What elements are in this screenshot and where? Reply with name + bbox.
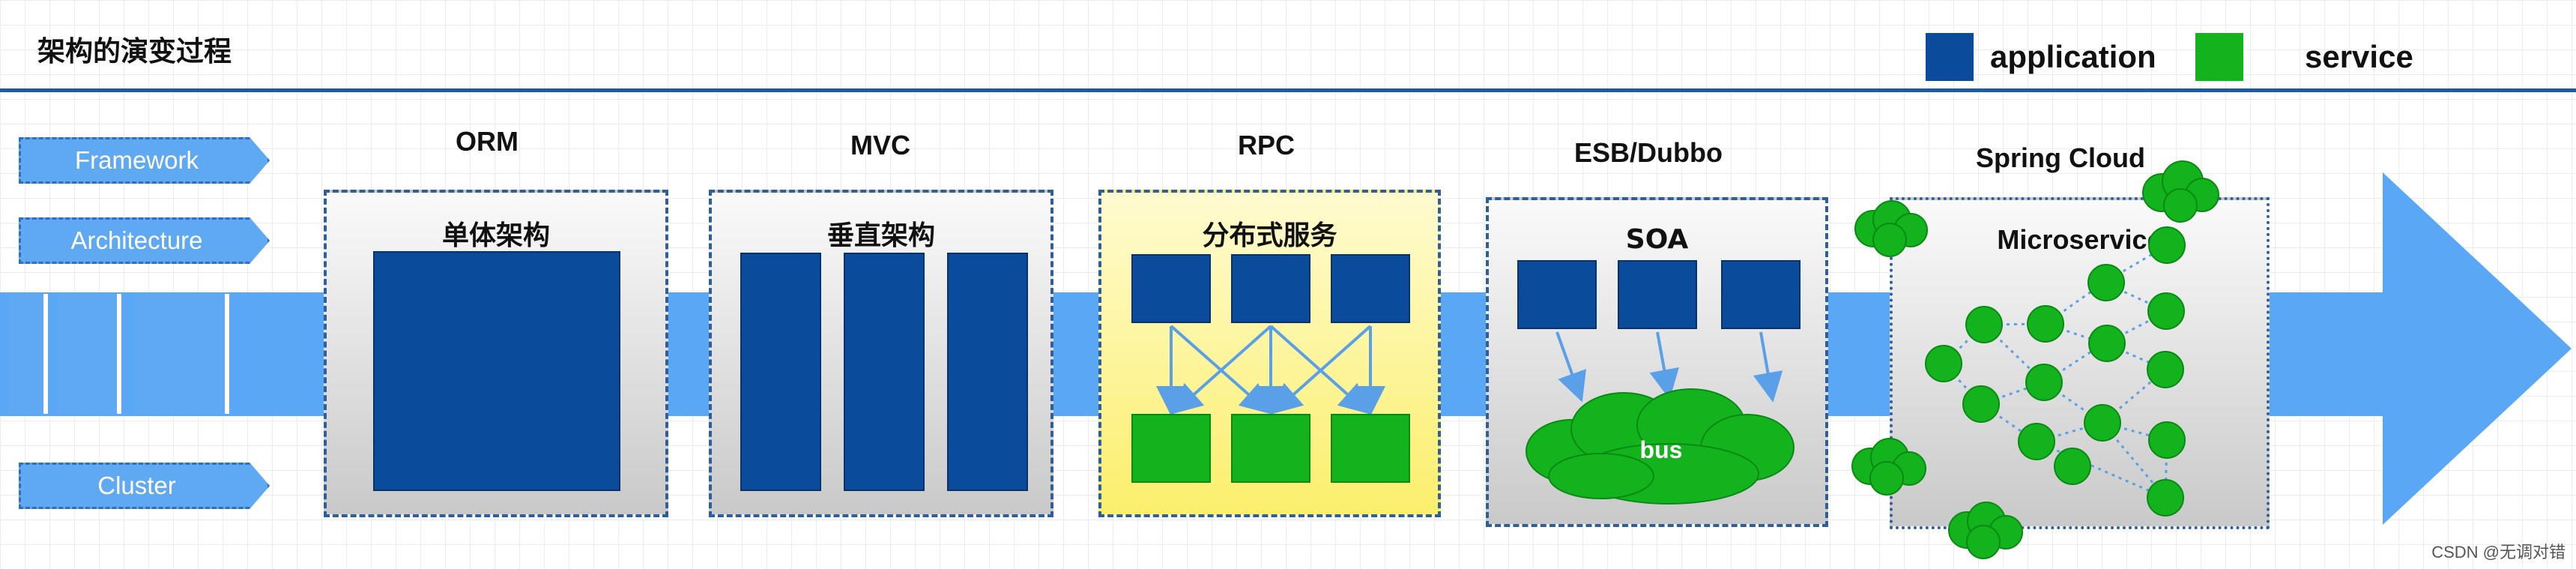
service-block: [1331, 414, 1410, 483]
application-block: [373, 251, 620, 491]
title-underline: [0, 88, 2576, 92]
legend-service-swatch: [2195, 33, 2243, 81]
service-block: [1131, 414, 1211, 483]
panel-title-soa: SOA: [1625, 224, 1689, 255]
application-block: [1721, 260, 1801, 329]
panel-title-distributed: 分布式服务: [1202, 220, 1337, 251]
application-block: [1131, 254, 1211, 323]
row-tag-framework: Framework: [19, 137, 270, 184]
stage-label-rpc: RPC: [1237, 130, 1295, 160]
legend-service-label: service: [2305, 39, 2413, 74]
panel-title-vertical: 垂直架构: [826, 220, 935, 251]
application-block: [1517, 260, 1597, 329]
legend-application-label: application: [1990, 39, 2156, 74]
panel-vertical: 垂直架构: [709, 190, 1053, 517]
soa-bus-diagram: [1526, 331, 1795, 505]
row-tag-cluster: Cluster: [19, 463, 270, 509]
microservice-mesh: [1925, 226, 2186, 517]
application-block: [740, 253, 821, 491]
panel-title-microservice: Microservice: [1997, 224, 2162, 255]
panel-title-monolith: 单体架构: [441, 220, 550, 251]
bus-cloud: [1526, 388, 1795, 505]
application-block: [1618, 260, 1697, 329]
stage-label-orm: ORM: [456, 126, 518, 157]
stage-label-spring-cloud: Spring Cloud: [1976, 142, 2145, 173]
application-block: [1231, 254, 1310, 323]
application-block: [947, 253, 1028, 491]
panel-distributed: 分布式服务: [1098, 190, 1441, 517]
page-title: 架构的演变过程: [37, 35, 232, 67]
panel-monolith: 单体架构: [324, 190, 668, 517]
service-cloud: [1948, 502, 2023, 559]
bus-label: bus: [1639, 436, 1683, 463]
legend-application-swatch: [1926, 33, 1974, 81]
rpc-call-arrows: [1156, 325, 1385, 416]
watermark: CSDN @无调对错: [2431, 543, 2566, 562]
service-cloud: [2142, 160, 2219, 223]
row-tag-architecture: Architecture: [19, 217, 270, 264]
stack-segment: [9, 294, 48, 414]
service-cloud: [1854, 200, 1928, 257]
stage-label-esb-dubbo: ESB/Dubbo: [1574, 137, 1723, 168]
panel-soa: SOA bus: [1486, 197, 1828, 527]
stage-label-mvc: MVC: [850, 130, 910, 160]
stack-segment: [58, 294, 121, 414]
panel-microservice: Microservice: [1890, 197, 2270, 529]
service-cloud: [1851, 438, 1926, 496]
service-block: [1231, 414, 1310, 483]
application-block: [844, 253, 925, 491]
stack-segment: [135, 294, 229, 414]
application-block: [1331, 254, 1410, 323]
